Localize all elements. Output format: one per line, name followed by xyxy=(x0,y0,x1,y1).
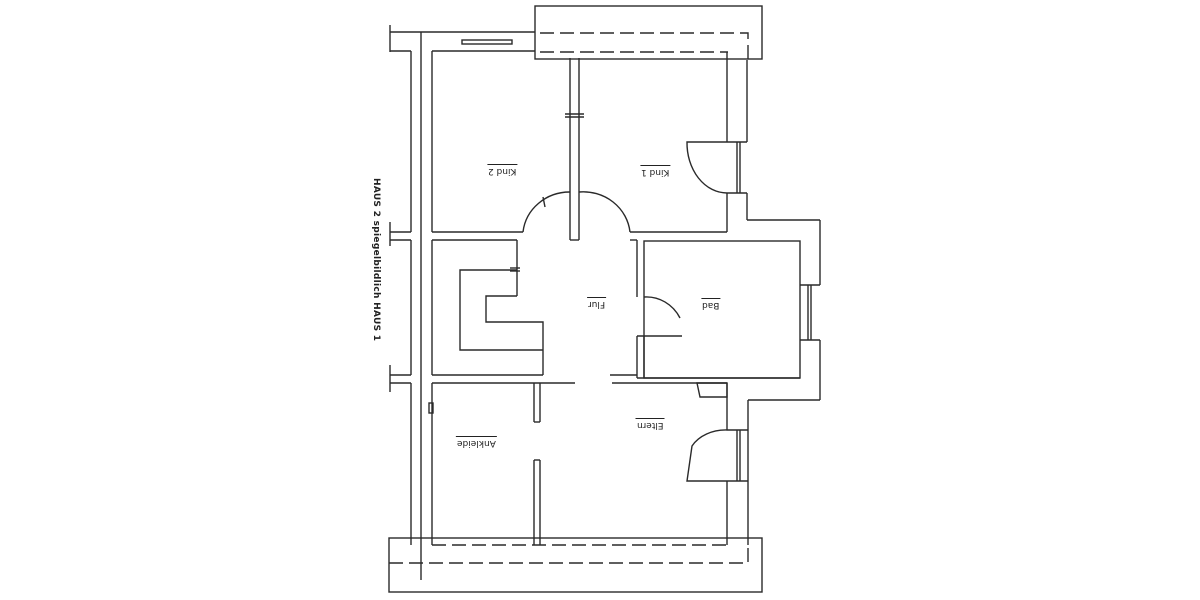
mirror-note: HAUS 2 spiegelbildlich HAUS 1 xyxy=(371,178,381,342)
room-label-flur: Flur xyxy=(587,297,607,309)
room-label-bad: Bad xyxy=(701,298,721,310)
room-label-ankleide: Ankleide xyxy=(456,436,497,448)
bottom-balcony xyxy=(388,537,763,593)
bottom-balcony-dashed-outer xyxy=(389,545,749,564)
room-label-eltern: Eltern xyxy=(636,418,665,430)
room-label-kind1: Kind 1 xyxy=(640,165,671,177)
room-label-kind2: Kind 2 xyxy=(487,164,518,176)
top-balcony-dashed-outer xyxy=(540,32,749,60)
